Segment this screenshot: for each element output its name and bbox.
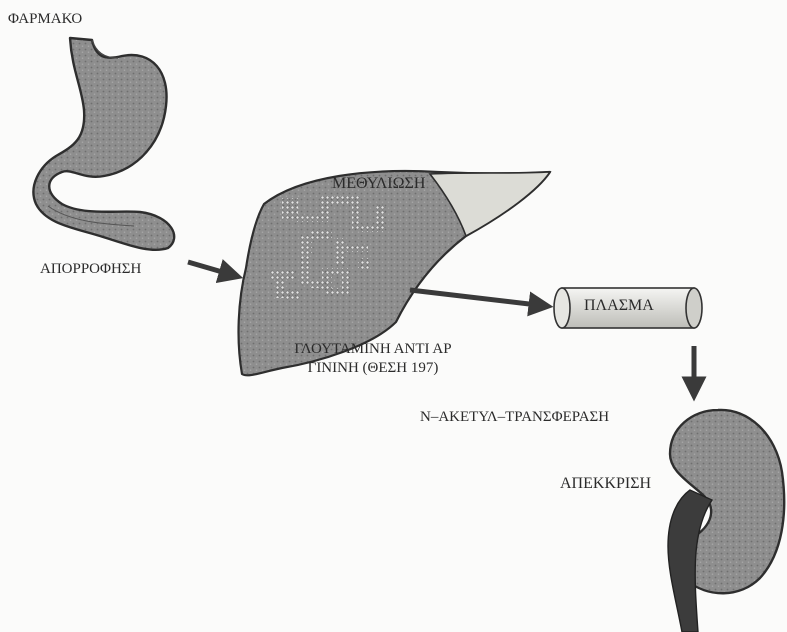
label-glutamine: ΓΛΟΥΤΑΜΙΝΗ ΑΝΤΙ ΑΡ ΓΙΝΙΝΗ (ΘΕΣΗ 197) bbox=[278, 342, 468, 376]
label-drug: ΦΑΡΜΑΚΟ bbox=[8, 12, 82, 27]
label-excretion: ΑΠΕΚΚΡΙΣΗ bbox=[560, 476, 651, 492]
label-glutamine-line1: ΓΛΟΥΤΑΜΙΝΗ ΑΝΤΙ ΑΡ bbox=[278, 342, 468, 357]
absorption-arrow bbox=[188, 262, 236, 276]
label-glutamine-line2: ΓΙΝΙΝΗ (ΘΕΣΗ 197) bbox=[278, 361, 468, 376]
stomach-illustration bbox=[33, 38, 174, 250]
label-metabolism: ΜΕΘΥΛΙΩΣΗ bbox=[332, 176, 425, 192]
label-acetyl-transferase: N–ΑΚΕΤΥΛ–ΤΡΑΝΣΦΕΡΑΣΗ bbox=[420, 410, 609, 425]
liver-to-plasma-arrow bbox=[410, 290, 546, 306]
label-absorption: ΑΠΟΡΡΟΦΗΣΗ bbox=[40, 262, 141, 277]
label-plasma: ΠΛΑΣΜΑ bbox=[584, 298, 654, 314]
kidney-illustration bbox=[668, 410, 784, 632]
